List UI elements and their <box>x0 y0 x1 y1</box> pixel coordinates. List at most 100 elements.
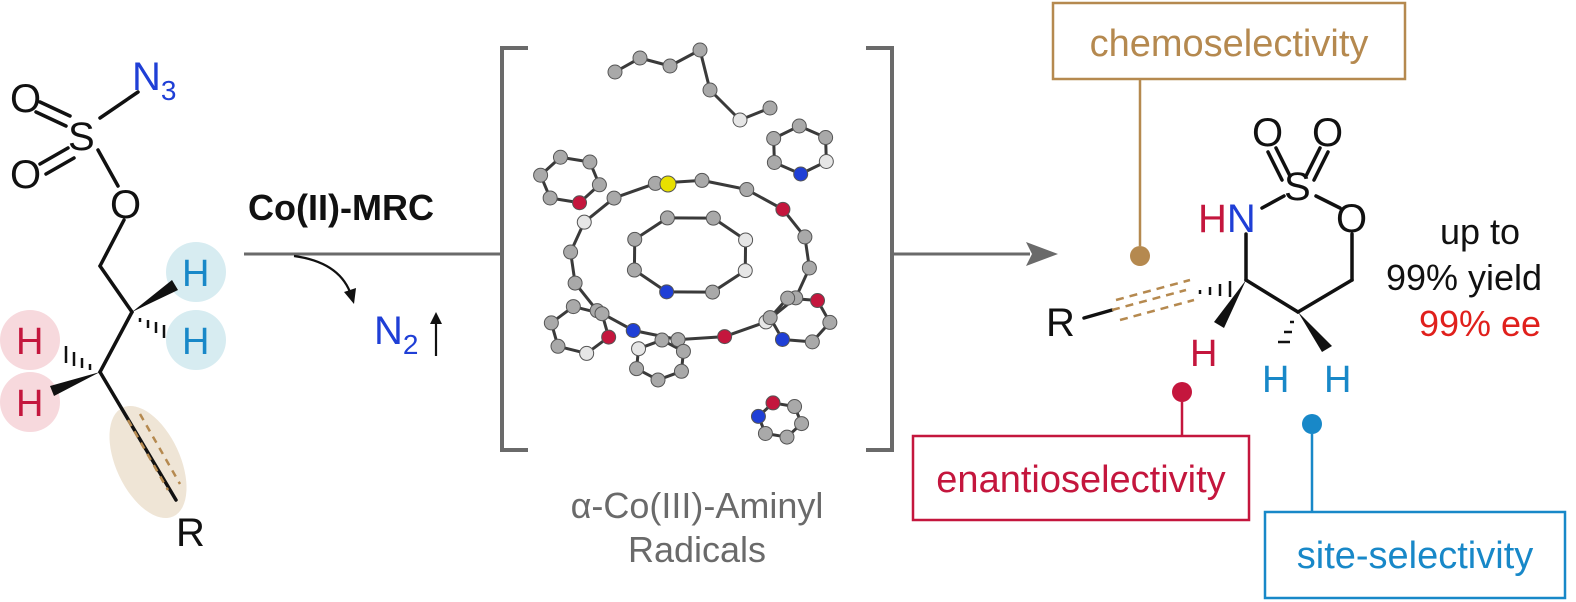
product-o2: O <box>1312 111 1343 155</box>
substrate-sulfur: S <box>68 115 95 159</box>
n2-label: N2 <box>374 309 418 360</box>
model-atom <box>774 331 790 347</box>
substrate-structure: O S O N3 O H H H H R <box>0 55 226 555</box>
bond-r-alkyne <box>1082 308 1114 320</box>
model-atom <box>717 329 733 345</box>
intermediate-label-line1: α-Co(III)-Aminyl <box>571 485 824 526</box>
bond-o1-s-b <box>1266 150 1284 182</box>
model-atom <box>606 190 622 206</box>
model-atom <box>659 284 675 300</box>
product-sulfur: S <box>1284 165 1311 209</box>
model-atom <box>542 190 558 206</box>
site-dot <box>1302 414 1322 434</box>
bond-o-s-1 <box>38 100 72 118</box>
chemo-box <box>1051 1 1407 81</box>
model-atom <box>765 395 781 411</box>
bond-n-s <box>1260 194 1286 210</box>
bond-o1-s <box>1274 146 1292 178</box>
substrate-r: R <box>176 511 205 555</box>
substrate-h-red-1: H <box>16 321 43 363</box>
model-atom <box>793 166 809 182</box>
callout-site-selectivity: site-selectivity <box>1263 414 1567 600</box>
product-h-blue-1: H <box>1262 359 1289 401</box>
product-ring-o: O <box>1336 197 1367 241</box>
model-atom <box>576 214 592 230</box>
model-atom <box>565 299 581 315</box>
model-atom <box>762 100 778 116</box>
model-atom <box>594 306 610 322</box>
results-line1: up to <box>1440 211 1520 252</box>
alkyne-dashes <box>126 413 182 491</box>
model-atom <box>694 172 710 188</box>
model-atom <box>631 341 647 357</box>
highlight-h-red-2 <box>0 372 60 432</box>
model-atom <box>762 310 778 326</box>
callout-enantioselectivity: enantioselectivity <box>911 382 1251 522</box>
model-atom <box>632 50 648 66</box>
model-atom <box>804 334 820 350</box>
model-atom <box>627 231 643 247</box>
catalyst-label: Co(II)-MRC <box>248 187 434 228</box>
product-structure: O O S O HN R H H H <box>1046 111 1367 401</box>
model-atom <box>662 58 678 74</box>
bond-c-c <box>98 310 134 374</box>
arrow-head <box>1026 242 1058 266</box>
model-atom <box>692 42 708 58</box>
model-atom <box>601 329 617 345</box>
highlight-h-blue-1 <box>166 242 226 302</box>
hash-alkyne <box>1198 281 1232 297</box>
bond-s-ring-o <box>1314 194 1342 210</box>
substrate-o-bottom: O <box>10 153 41 197</box>
hash-h-blue <box>138 318 166 338</box>
wedge-h-red <box>50 372 100 396</box>
bond-s-n3 <box>98 90 140 120</box>
results-line3: 99% ee <box>1419 303 1541 344</box>
model-atom <box>673 363 689 379</box>
enantio-box <box>911 434 1251 522</box>
model-atom <box>702 82 718 98</box>
product-alkyne-dashes <box>1111 278 1195 322</box>
model-atom <box>810 293 826 309</box>
site-box <box>1263 510 1567 600</box>
model-atom <box>732 112 748 128</box>
wedge-product-h-blue <box>1298 312 1332 352</box>
model-atom <box>779 429 795 445</box>
results: up to 99% yield 99% ee <box>1386 211 1542 344</box>
gas-arrow-head <box>430 312 442 324</box>
model-bond <box>701 178 748 191</box>
model-atom <box>780 290 796 306</box>
model-atom <box>787 399 803 415</box>
bond-o-s-2b <box>44 156 76 176</box>
model-atom <box>775 201 791 217</box>
bracket-left <box>500 46 528 452</box>
model-bond <box>677 335 725 342</box>
model-atom <box>629 361 645 377</box>
model-atom <box>675 343 691 359</box>
highlight-h-red-1 <box>0 310 60 370</box>
model-atom <box>563 244 579 260</box>
model-atom <box>591 177 607 193</box>
model-atom <box>572 195 588 211</box>
substrate-n3: N3 <box>132 55 176 106</box>
model-atom-sulfur <box>659 175 677 193</box>
model-atom <box>567 275 583 291</box>
model-atom <box>579 345 595 361</box>
model-atom <box>794 416 810 432</box>
model-atom <box>757 425 773 441</box>
model-atom <box>705 210 721 226</box>
model-atom <box>705 284 721 300</box>
chemo-dot <box>1130 246 1150 266</box>
model-atom <box>797 229 813 245</box>
intermediate-label-line2: Radicals <box>628 529 766 570</box>
product-h-blue-2: H <box>1324 359 1351 401</box>
intermediate: α-Co(III)-Aminyl Radicals <box>500 42 894 570</box>
bond-o-s-2 <box>38 146 70 166</box>
model-atom <box>543 315 559 331</box>
substrate-h-red-2: H <box>16 383 43 425</box>
model-atom <box>550 338 566 354</box>
model-atom <box>818 130 834 146</box>
model-atom <box>818 154 834 170</box>
model-atom <box>766 154 782 170</box>
substrate-o-link: O <box>110 183 141 227</box>
model-atom <box>654 332 670 348</box>
